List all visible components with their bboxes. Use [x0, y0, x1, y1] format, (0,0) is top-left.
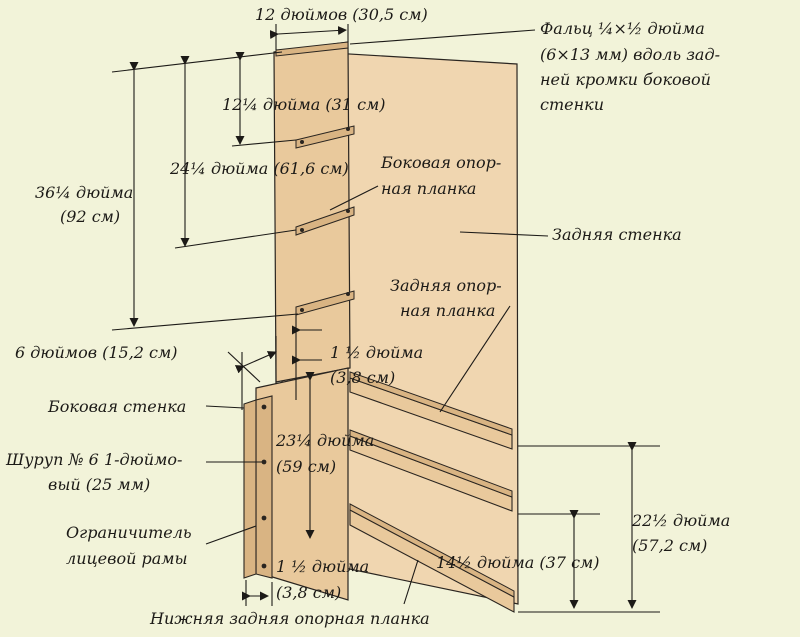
- dim-12-25-label: 12¼ дюйма (31 см): [222, 95, 386, 114]
- svg-text:(59 см): (59 см): [276, 457, 336, 476]
- svg-text:Шуруп № 6 1-дюймо-: Шуруп № 6 1-дюймо-: [5, 450, 182, 469]
- screws: [261, 404, 267, 569]
- back-cleat: [349, 429, 513, 512]
- svg-text:Фальц ¼×½ дюйма: Фальц ¼×½ дюйма: [540, 19, 705, 38]
- svg-text:Боковая опор-: Боковая опор-: [380, 153, 501, 172]
- dim-1-5-top-label: 1 ½ дюйма (3,8 см): [330, 343, 423, 387]
- svg-text:23¼ дюйма: 23¼ дюйма: [275, 431, 374, 450]
- dim-14-5-label: 14½ дюйма (37 см): [436, 553, 600, 572]
- face-frame-stop: [255, 395, 273, 579]
- side-cleats: [295, 125, 355, 316]
- svg-text:ная планка: ная планка: [381, 179, 476, 198]
- svg-text:1 ½ дюйма: 1 ½ дюйма: [330, 343, 423, 362]
- side-cleat: [295, 125, 355, 149]
- back-cleat: [349, 371, 513, 450]
- width-top-label: 12 дюймов (30,5 см): [255, 5, 428, 24]
- rabbet-strip: [275, 41, 349, 57]
- bottom-cleat-label: Нижняя задняя опорная планка: [149, 609, 430, 628]
- bottom-back-cleat: [349, 503, 515, 613]
- dim-23-25-label: 23¼ дюйма (59 см): [275, 431, 374, 476]
- svg-text:(6×13 мм) вдоль зад-: (6×13 мм) вдоль зад-: [540, 45, 720, 64]
- side-cleat-label: Боковая опор- ная планка: [380, 153, 501, 198]
- dimension-lines: [111, 24, 660, 613]
- svg-text:стенки: стенки: [540, 95, 604, 114]
- dim-6-label: 6 дюймов (15,2 см): [15, 343, 178, 362]
- svg-text:(57,2 см): (57,2 см): [632, 536, 707, 555]
- dim-24-25-label: 24¼ дюйма (61,6 см): [169, 159, 349, 178]
- dim-1-5-bottom-label: 1 ½ дюйма (3,8 см): [276, 557, 369, 602]
- stop-label: Ограничитель лицевой рамы: [66, 523, 192, 568]
- side-cleat: [295, 290, 355, 316]
- dim-22-5-label: 22½ дюйма (57,2 см): [631, 511, 730, 555]
- svg-text:Задняя опор-: Задняя опор-: [390, 276, 502, 295]
- svg-text:22½ дюйма: 22½ дюйма: [631, 511, 730, 530]
- front-edge-strip: [243, 399, 257, 579]
- svg-text:ней кромки боковой: ней кромки боковой: [540, 70, 711, 89]
- svg-text:(3,8 см): (3,8 см): [330, 368, 395, 387]
- screw-label: Шуруп № 6 1-дюймо- вый (25 мм): [5, 450, 182, 494]
- svg-text:ная планка: ная планка: [400, 301, 495, 320]
- svg-text:36¼ дюйма: 36¼ дюйма: [35, 183, 133, 202]
- side-panel-label: Боковая стенка: [47, 397, 186, 416]
- svg-text:Ограничитель: Ограничитель: [66, 523, 192, 542]
- svg-text:1 ½ дюйма: 1 ½ дюйма: [276, 557, 369, 576]
- back-panel-label: Задняя стенка: [552, 225, 682, 244]
- svg-text:лицевой рамы: лицевой рамы: [66, 549, 188, 568]
- side-cleat: [295, 206, 355, 236]
- svg-text:(92 см): (92 см): [60, 207, 120, 226]
- rabbet-label: Фальц ¼×½ дюйма (6×13 мм) вдоль зад- ней…: [540, 19, 720, 114]
- back-cleat-label: Задняя опор- ная планка: [390, 276, 502, 320]
- dim-36-25-label: 36¼ дюйма (92 см): [35, 183, 133, 226]
- back-cleats: [349, 371, 515, 613]
- svg-text:(3,8 см): (3,8 см): [276, 583, 341, 602]
- svg-text:вый (25 мм): вый (25 мм): [48, 475, 150, 494]
